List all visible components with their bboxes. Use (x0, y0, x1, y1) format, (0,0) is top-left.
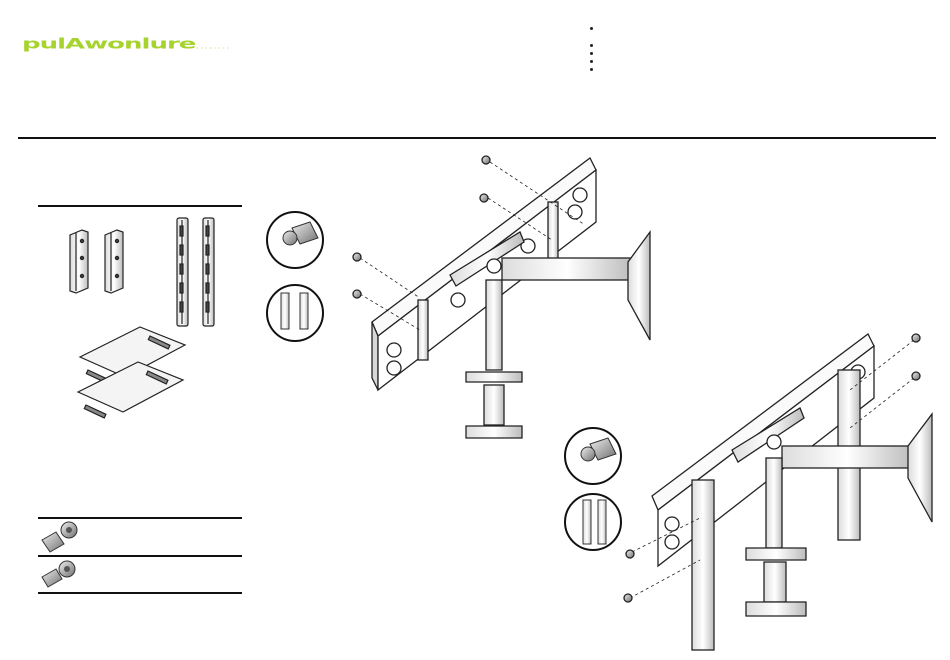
bolt-callout (267, 212, 323, 268)
long-bracket-right (203, 218, 214, 326)
hex-socket-bolt-short-icon (42, 561, 75, 587)
short-bracket-right (105, 230, 123, 293)
long-bracket-left (177, 218, 188, 326)
short-bracket-left (70, 230, 88, 293)
double-arm-mount-assembly (624, 334, 932, 650)
bolt-callout-2 (565, 428, 621, 484)
adapter-plate-bottom (78, 362, 183, 418)
single-arm-mount-assembly (353, 156, 650, 438)
hex-socket-bolt-icon (42, 522, 77, 552)
bracket-callout-2 (565, 494, 621, 550)
bracket-callout (267, 285, 323, 341)
